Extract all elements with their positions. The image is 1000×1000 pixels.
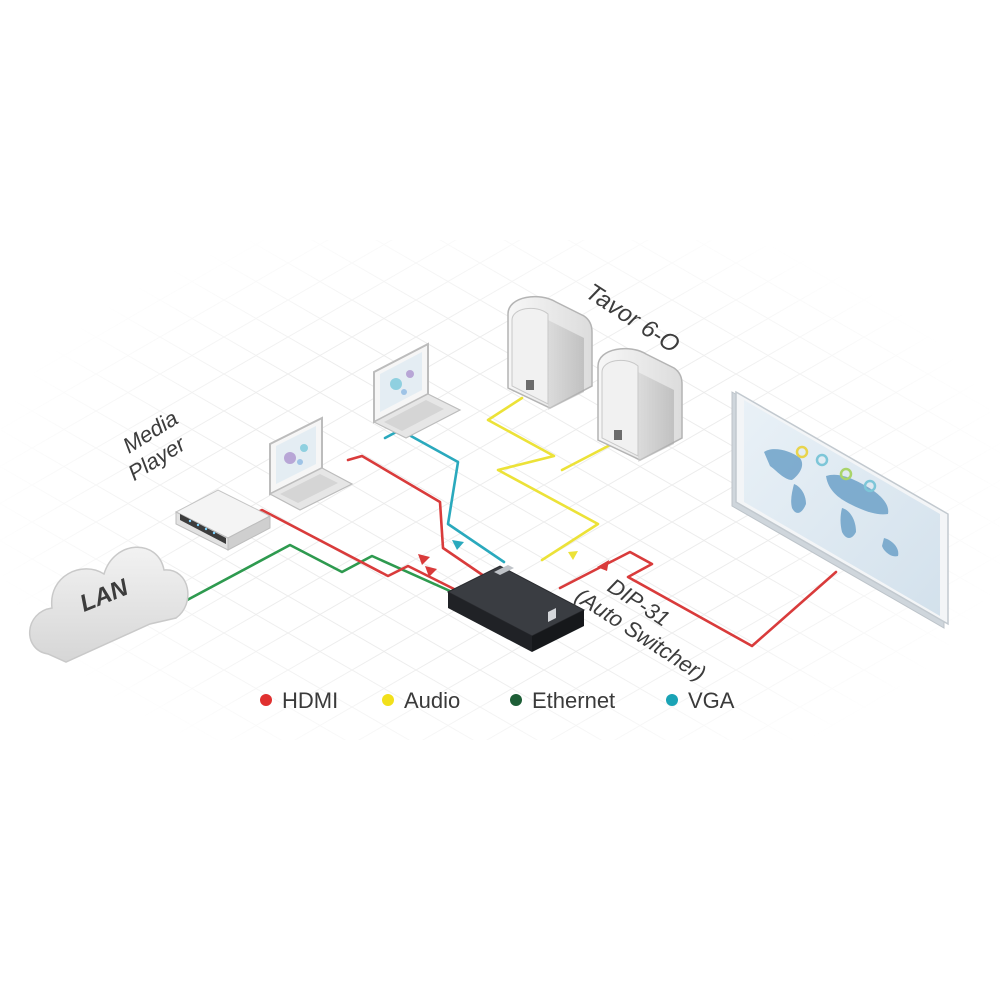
laptop-2 — [372, 342, 462, 439]
dip-31-switcher — [446, 565, 586, 652]
hdmi-cable-laptop-1 — [346, 454, 486, 578]
cable-arrows — [418, 540, 609, 577]
arrow-audio — [568, 551, 578, 560]
legend-swatch — [382, 694, 394, 706]
arrow-hdmi-out — [597, 560, 609, 571]
hdmi-cable-display — [558, 550, 838, 648]
media-player — [174, 489, 272, 551]
laptop-1 — [268, 416, 354, 511]
lan-cloud: LAN — [29, 546, 189, 663]
legend-item-vga: VGA — [666, 688, 735, 713]
speaker-2 — [597, 347, 683, 462]
audio-cable-speakers — [486, 396, 600, 562]
arrow-vga — [452, 540, 464, 550]
legend-item-audio: Audio — [382, 688, 460, 713]
arrow-hdmi-2 — [425, 566, 437, 577]
legend-item-hdmi: HDMI — [260, 688, 338, 713]
legend-label: Ethernet — [532, 688, 615, 713]
legend-swatch — [260, 694, 272, 706]
legend-item-ethernet: Ethernet — [510, 688, 615, 713]
legend-label: VGA — [688, 688, 735, 713]
legend: HDMI Audio Ethernet VGA — [260, 688, 735, 713]
display-screen — [731, 390, 949, 629]
arrow-hdmi-1 — [418, 554, 430, 565]
audio-cable-speaker-2 — [560, 442, 614, 472]
legend-label: Audio — [404, 688, 460, 713]
legend-swatch — [510, 694, 522, 706]
speaker-1 — [507, 295, 593, 410]
legend-swatch — [666, 694, 678, 706]
legend-label: HDMI — [282, 688, 338, 713]
